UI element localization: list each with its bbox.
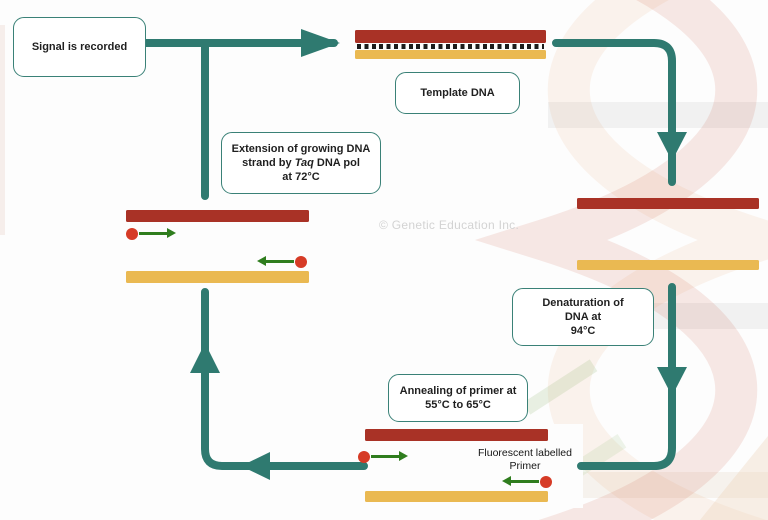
denatured-yellow-strand [577,260,759,270]
flow-line-left-lower [201,288,368,470]
primer-arrow-shaft [139,232,167,235]
annealing-box: Annealing of primer at 55°C to 65°C [388,374,528,422]
leaf-accent [522,359,598,415]
arrowhead-down-icon [657,367,687,396]
flow-line-right-lower [577,283,676,470]
reverse-primer [502,475,552,488]
arrowhead-down-icon [657,132,687,161]
helix-strand [547,0,768,520]
primer-arrowhead-left-icon [257,256,266,266]
template-yellow-strand [355,50,546,59]
flow-line-right-upper [552,39,676,186]
helix-strand [474,0,758,520]
arrowhead-up-icon [190,343,220,373]
helix-rung [548,102,768,128]
primer-arrow-shaft [511,480,539,483]
annealing-label-line2: 55°C to 65°C [425,399,491,411]
template-red-strand [355,30,546,43]
fluorescent-dot-icon [295,255,307,268]
template-dna-box: Template DNA [395,72,520,114]
annealing-label-line1: Annealing of primer at [399,384,517,397]
base-pair-ticks [357,44,544,49]
annealing-red-strand [365,429,548,441]
template-dna-label: Template DNA [420,86,495,99]
denaturation-box: Denaturation of DNA at 94°C [512,288,654,346]
arrowhead-left-icon [241,452,270,480]
fluorescent-dot-icon [358,450,370,463]
denatured-red-strand [577,198,759,209]
annealing-yellow-strand [365,491,548,502]
denaturation-label-line2: DNA at [564,310,602,323]
helix-rung [548,472,768,498]
fluorescent-label-line1: Fluorescent labelled [478,447,572,459]
forward-primer [126,227,176,240]
extension-box: Extension of growing DNA strand by Taq D… [221,132,381,194]
fluorescent-primer-label: Fluorescent labelled Primer [460,447,590,473]
edge-accent [0,25,5,235]
extension-label-line2a: strand by [242,156,295,169]
primer-arrowhead-right-icon [167,228,176,238]
signal-recorded-label: Signal is recorded [31,40,128,53]
arrowhead-right-icon [301,29,340,57]
extension-red-strand [126,210,309,222]
denaturation-label-line1: Denaturation of [542,296,624,309]
signal-recorded-box: Signal is recorded [13,17,146,77]
extension-label-line2c: DNA pol [313,156,360,169]
primer-arrowhead-right-icon [399,451,408,461]
watermark-text: © Genetic Education Inc. [379,218,520,232]
denaturation-label-line3: 94°C [570,325,596,338]
fluorescent-dot-icon [540,475,552,488]
reverse-primer [257,255,307,268]
extension-label-line1: Extension of growing DNA [231,142,371,155]
primer-arrow-shaft [371,455,399,458]
fluorescent-label-line2: Primer [509,460,541,473]
extension-label-line3: at 72°C [282,171,320,184]
extension-label-line2: strand by Taq DNA pol [242,156,360,170]
forward-primer [358,450,408,463]
corner-accent [700,436,768,520]
primer-arrow-shaft [266,260,294,263]
extension-yellow-strand [126,271,309,283]
primer-arrowhead-left-icon [502,476,511,486]
taq-italic-label: Taq [294,156,314,169]
fluorescent-dot-icon [126,227,138,240]
